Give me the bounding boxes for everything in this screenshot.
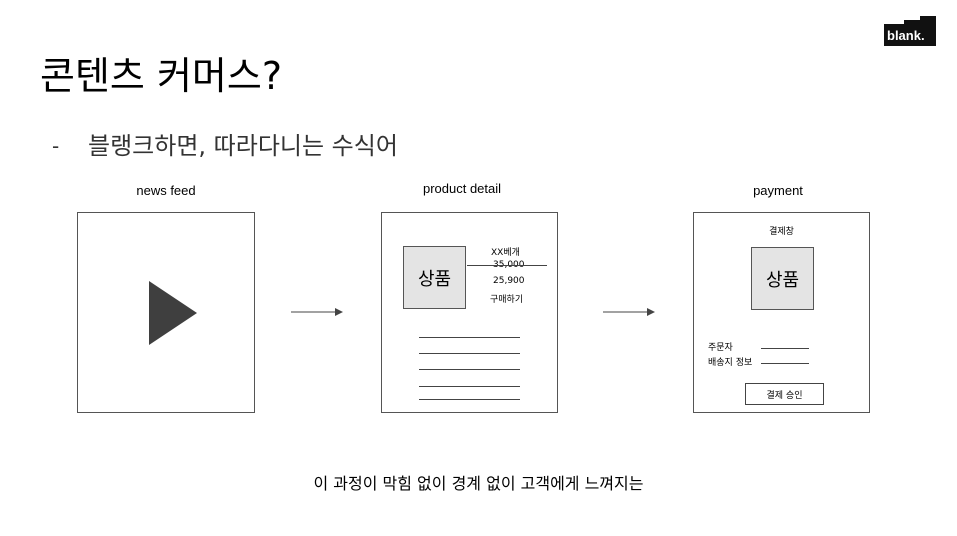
shipping-label: 배송지 정보 xyxy=(708,358,753,368)
shipping-field[interactable] xyxy=(761,363,809,364)
payment-product-image: 상품 xyxy=(751,247,814,310)
description-line xyxy=(419,399,520,400)
news-feed-label: news feed xyxy=(136,183,196,198)
strikethrough-line xyxy=(467,265,547,266)
news-feed-panel xyxy=(77,212,255,413)
sale-price: 25,900 xyxy=(493,276,525,286)
orderer-field[interactable] xyxy=(761,348,809,349)
arrow-icon xyxy=(603,308,655,316)
slide-title: 콘텐츠 커머스? xyxy=(40,54,283,98)
product-image: 상품 xyxy=(403,246,466,309)
description-line xyxy=(419,337,520,338)
buy-button[interactable]: 구매하기 xyxy=(490,295,524,305)
play-icon xyxy=(149,281,197,345)
logo-shape xyxy=(884,16,936,46)
item-name: XX베개 xyxy=(491,248,520,258)
payment-window-title: 결제창 xyxy=(769,227,794,237)
payment-label: payment xyxy=(753,183,803,198)
bullet-marker: - xyxy=(52,134,60,158)
bullet-text: 블랭크하면, 따라다니는 수식어 xyxy=(88,132,398,160)
description-line xyxy=(419,386,520,387)
payment-panel: 결제창 상품 주문자 배송지 정보 결제 승인 xyxy=(693,212,870,413)
blank-logo: blank. xyxy=(884,16,936,46)
description-line xyxy=(419,353,520,354)
product-detail-label: product detail xyxy=(422,181,502,196)
arrow-icon xyxy=(291,308,343,316)
description-line xyxy=(419,369,520,370)
logo-text: blank. xyxy=(887,28,925,43)
product-detail-panel: 상품 XX베개 35,000 25,900 구매하기 xyxy=(381,212,558,413)
slide-caption: 이 과정이 막힘 없이 경계 없이 고객에게 느껴지는 xyxy=(313,474,644,493)
approve-payment-button[interactable]: 결제 승인 xyxy=(745,383,824,405)
orderer-label: 주문자 xyxy=(708,343,733,353)
